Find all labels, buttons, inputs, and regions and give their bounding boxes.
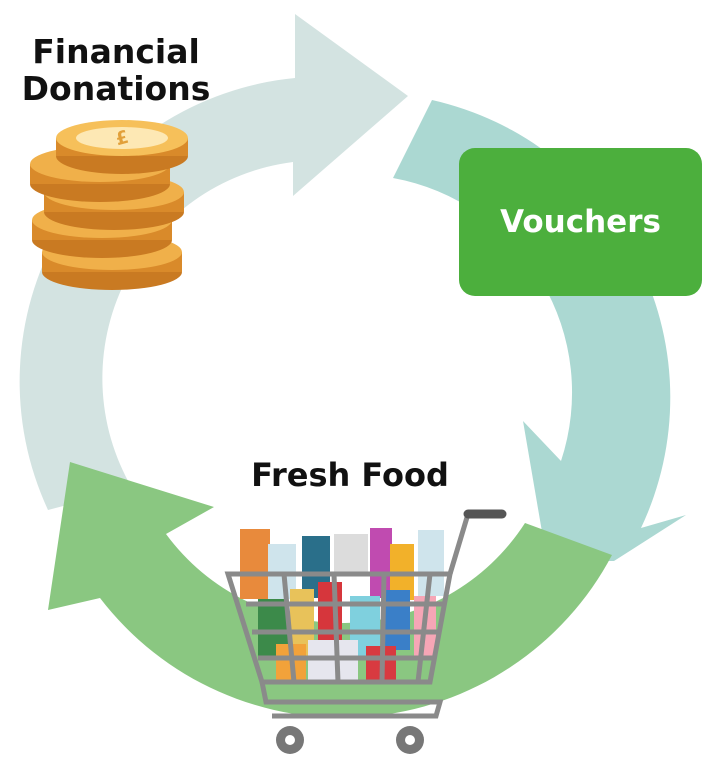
fresh-food-label: Fresh Food bbox=[251, 456, 449, 494]
vouchers-box: Vouchers bbox=[459, 148, 702, 296]
coin-stack-icon: £ bbox=[30, 120, 188, 290]
financial-donations-label: Financial Donations bbox=[21, 32, 211, 108]
vouchers-label: Vouchers bbox=[500, 204, 661, 240]
arrow-vouchers-to-food bbox=[393, 100, 686, 561]
arrow-donations-to-vouchers bbox=[19, 14, 408, 510]
shopping-cart-icon bbox=[224, 509, 507, 754]
svg-text:£: £ bbox=[113, 127, 131, 151]
arrow-food-to-donations bbox=[48, 462, 612, 718]
